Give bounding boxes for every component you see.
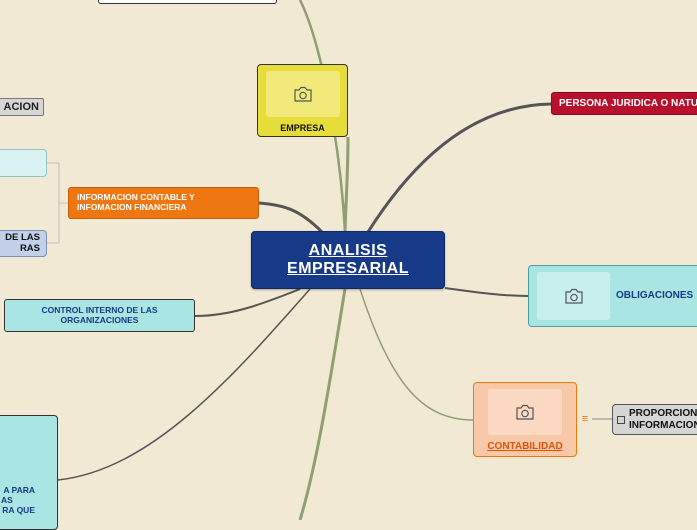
link-to-bottom-left	[57, 288, 311, 481]
link-to-contabilidad	[359, 288, 474, 421]
central-title: ANALISIS EMPRESARIAL	[287, 241, 409, 277]
link-to-empresa	[343, 136, 350, 233]
notes-marker-icon[interactable]: ≡	[580, 413, 590, 425]
left-sub-node-2[interactable]: DE LAS RAS	[0, 230, 47, 257]
left-acion-label: ACION	[3, 100, 39, 113]
control-interno-label: CONTROL INTERNO DE LAS ORGANIZACIONES	[41, 304, 158, 325]
camera-icon	[293, 86, 312, 102]
obligaciones-node[interactable]: OBLIGACIONES	[528, 265, 697, 327]
left-ras-label: RAS	[19, 242, 40, 254]
camera-icon	[516, 404, 534, 420]
obligaciones-label: OBLIGACIONES	[616, 290, 694, 302]
left-acion-node[interactable]: ACION	[0, 98, 44, 116]
persona-juridica-label: PERSONA JURIDICA O NATURAL	[559, 97, 697, 109]
left-de-las-label: DE LAS	[5, 231, 40, 243]
empresa-node[interactable]: EMPRESA	[257, 64, 348, 137]
empresa-image-placeholder	[265, 71, 340, 117]
control-interno-node[interactable]: CONTROL INTERNO DE LAS ORGANIZACIONES	[4, 299, 195, 332]
bottom-left-node[interactable]: A PARA AS RA QUE	[0, 415, 58, 530]
link-to-info-contable	[258, 201, 324, 234]
bottom-para-label: A PARA	[3, 485, 35, 495]
top-partial-node[interactable]	[98, 0, 277, 4]
bottom-ra-que-label: RA QUE	[2, 504, 35, 515]
informacion-contable-label: INFORMACION CONTABLE Y INFOMACION FINANC…	[77, 192, 195, 212]
left-sub-node-1[interactable]	[0, 149, 47, 177]
contabilidad-image-placeholder	[488, 389, 562, 435]
bottom-as-label: AS	[1, 494, 13, 505]
contabilidad-node[interactable]: CONTABILIDAD	[473, 382, 577, 457]
proporciona-node[interactable]: PROPORCIONA INFORMACION	[612, 404, 697, 435]
camera-icon	[564, 288, 583, 304]
proporciona-checkbox-icon[interactable]	[617, 415, 625, 424]
link-to-persona	[366, 102, 552, 233]
link-info-sub	[47, 162, 68, 244]
notes-marker-glyph: ≡	[581, 412, 589, 425]
persona-juridica-node[interactable]: PERSONA JURIDICA O NATURAL	[551, 92, 697, 115]
obligaciones-image-placeholder	[537, 272, 610, 320]
proporciona-label: PROPORCIONA INFORMACION	[629, 408, 697, 431]
link-to-obligaciones	[444, 287, 529, 297]
empresa-label: EMPRESA	[280, 123, 325, 133]
link-to-control-interno	[194, 288, 301, 317]
link-to-bottom	[298, 288, 347, 520]
contabilidad-label: CONTABILIDAD	[487, 441, 563, 452]
central-topic[interactable]: ANALISIS EMPRESARIAL	[251, 231, 445, 289]
informacion-contable-node[interactable]: INFORMACION CONTABLE Y INFOMACION FINANC…	[68, 187, 259, 219]
